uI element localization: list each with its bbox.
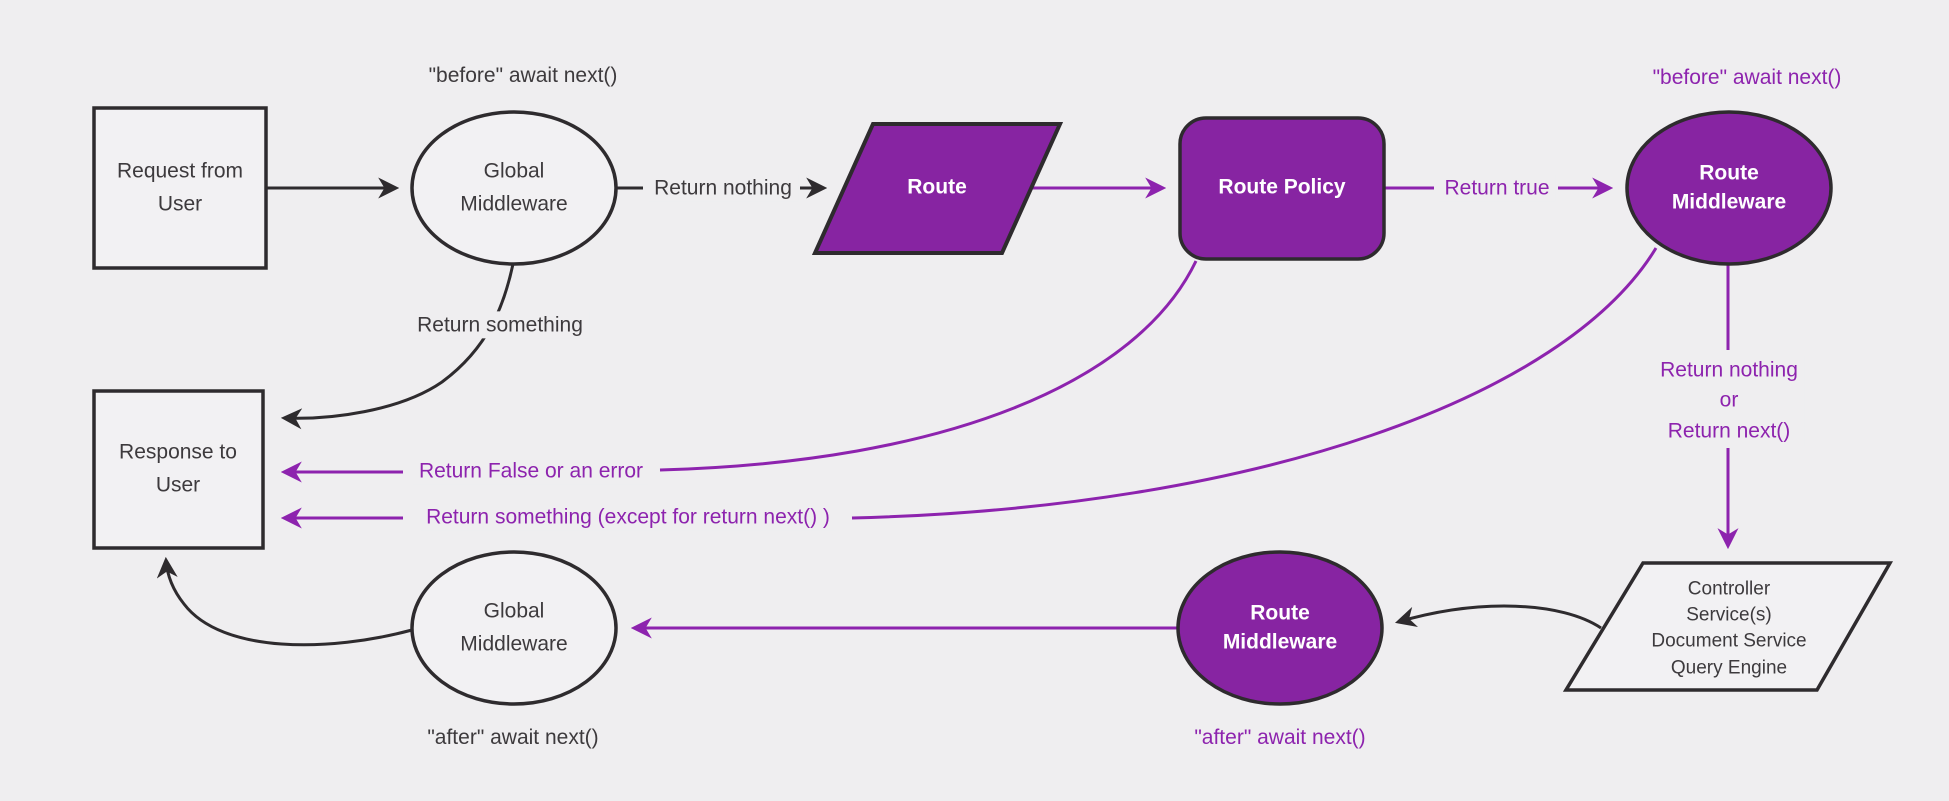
edge-return-something-except-curve: [851, 247, 1658, 520]
edge-controller-to-route-middleware-bottom: [1394, 604, 1602, 630]
edge-global-middleware-bottom-to-response: [156, 556, 413, 647]
node-global-middleware-bottom: [410, 550, 618, 706]
node-controller-services: [1562, 561, 1894, 692]
node-request-from-user: [92, 106, 268, 270]
node-route: [811, 122, 1064, 255]
edge-return-something-to-response: [280, 263, 515, 430]
node-route-policy: [1178, 116, 1386, 261]
node-global-middleware-top: [410, 110, 618, 266]
node-route-middleware-bottom: [1176, 550, 1384, 706]
node-route-middleware-top: [1625, 110, 1833, 266]
edge-return-false-curve: [659, 260, 1198, 472]
node-response-to-user: [92, 389, 265, 550]
